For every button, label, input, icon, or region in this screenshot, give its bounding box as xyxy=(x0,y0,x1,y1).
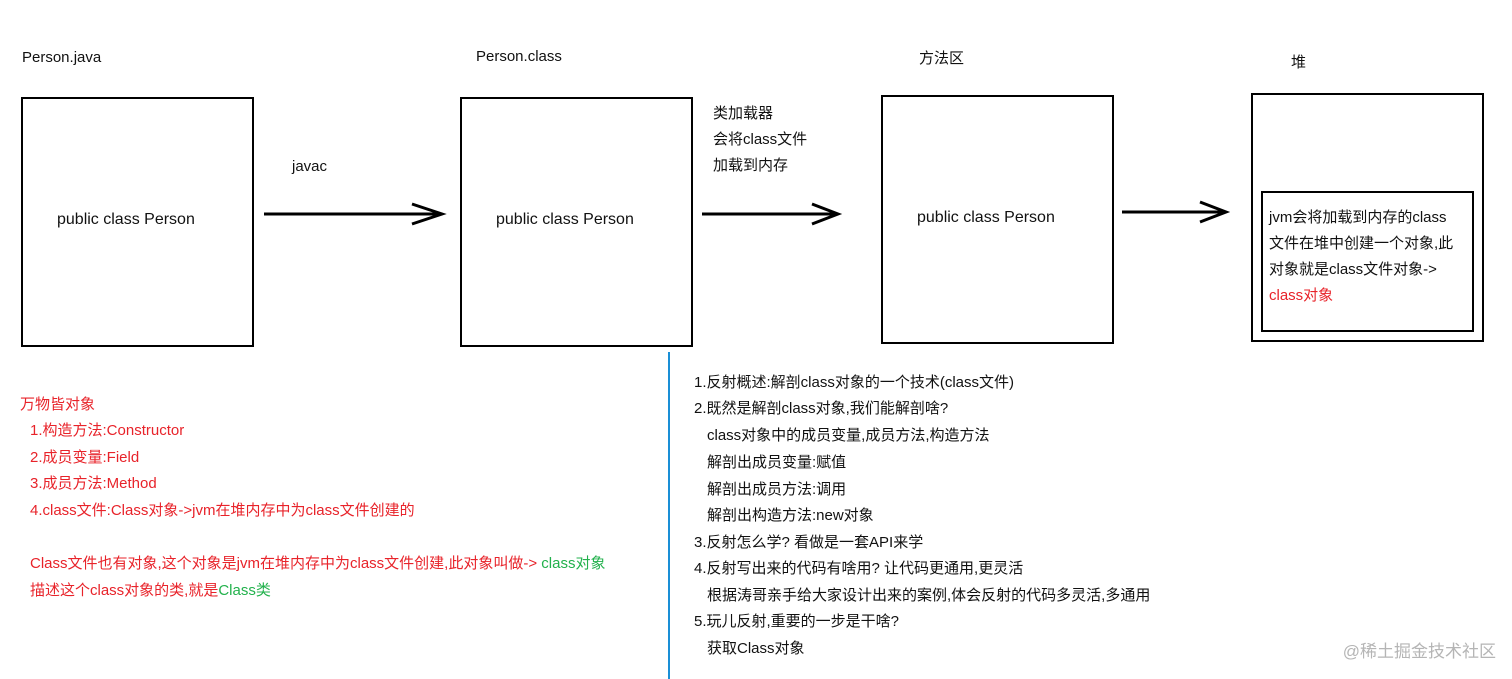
reflection-note-2d: 解剖出构造方法:new对象 xyxy=(707,507,874,524)
heap-title: 堆 xyxy=(1291,54,1307,71)
classloader-arrow xyxy=(702,202,843,226)
heap-text-line-3: 对象就是class文件对象-> xyxy=(1269,261,1437,278)
java-file-box: public class Person xyxy=(21,97,254,347)
reflection-note-4a: 根据涛哥亲手给大家设计出来的案例,体会反射的代码多灵活,多通用 xyxy=(707,587,1151,604)
reflection-note-2b: 解剖出成员变量:赋值 xyxy=(707,454,847,471)
reflection-note-2a: class对象中的成员变量,成员方法,构造方法 xyxy=(707,427,990,444)
java-box-text: public class Person xyxy=(57,211,195,228)
heap-text-class-object: class对象 xyxy=(1269,287,1334,304)
reflection-note-4: 4.反射写出来的代码有啥用? 让代码更通用,更灵活 xyxy=(694,560,1024,577)
reflection-note-5a: 获取Class对象 xyxy=(707,640,805,657)
note-everything-is-object: 万物皆对象 xyxy=(20,396,96,413)
divider-line xyxy=(668,352,670,679)
note-method: 3.成员方法:Method xyxy=(30,475,157,492)
heap-box: jvm会将加载到内存的class 文件在堆中创建一个对象,此 对象就是class… xyxy=(1251,93,1484,342)
classloader-line-1: 类加载器 xyxy=(713,105,774,122)
method-area-box-text: public class Person xyxy=(917,209,1055,226)
class-file-box: public class Person xyxy=(460,97,693,347)
note-field: 2.成员变量:Field xyxy=(30,449,140,466)
watermark: @稀土掘金技术社区 xyxy=(1342,642,1496,661)
note-class-class-red: 描述这个class对象的类,就是 xyxy=(30,582,219,599)
heap-text-line-2: 文件在堆中创建一个对象,此 xyxy=(1269,235,1454,252)
java-file-title: Person.java xyxy=(22,49,102,66)
method-area-title: 方法区 xyxy=(919,50,965,67)
reflection-note-5: 5.玩儿反射,重要的一步是干啥? xyxy=(694,613,900,630)
reflection-note-2c: 解剖出成员方法:调用 xyxy=(707,481,847,498)
note-class-class: 描述这个class对象的类,就是Class类 xyxy=(30,583,271,598)
reflection-note-2: 2.既然是解剖class对象,我们能解剖啥? xyxy=(694,400,949,417)
class-object-box: jvm会将加载到内存的class 文件在堆中创建一个对象,此 对象就是class… xyxy=(1261,191,1474,332)
heap-text-line-1: jvm会将加载到内存的class xyxy=(1269,209,1447,226)
note-class-class-green: Class类 xyxy=(218,582,271,599)
javac-label: javac xyxy=(292,158,328,175)
note-class-file-object-red: Class文件也有对象,这个对象是jvm在堆内存中为class文件创建,此对象叫… xyxy=(30,555,542,572)
classloader-line-2: 会将class文件 xyxy=(713,131,808,148)
class-box-text: public class Person xyxy=(496,211,634,228)
classloader-line-3: 加载到内存 xyxy=(713,157,789,174)
heap-arrow xyxy=(1122,200,1231,224)
method-area-box: public class Person xyxy=(881,95,1114,344)
reflection-note-1: 1.反射概述:解剖class对象的一个技术(class文件) xyxy=(694,374,1015,391)
note-class-file-object: Class文件也有对象,这个对象是jvm在堆内存中为class文件创建,此对象叫… xyxy=(30,556,605,571)
class-file-title: Person.class xyxy=(476,48,562,65)
reflection-note-3: 3.反射怎么学? 看做是一套API来学 xyxy=(694,534,924,551)
javac-arrow xyxy=(264,202,447,226)
note-constructor: 1.构造方法:Constructor xyxy=(30,422,185,439)
note-class-file: 4.class文件:Class对象->jvm在堆内存中为class文件创建的 xyxy=(30,502,415,519)
note-class-file-object-green: class对象 xyxy=(541,555,606,572)
